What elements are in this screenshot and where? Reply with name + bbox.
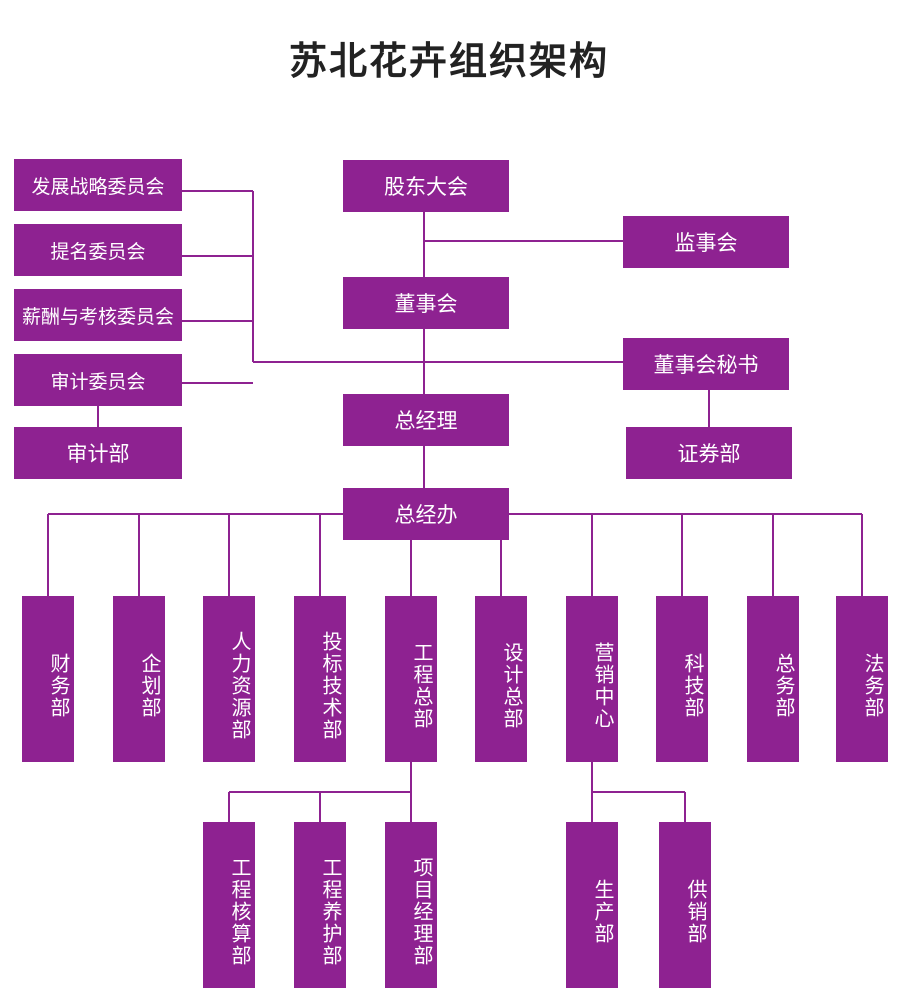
node-audit-dept: 审计部 bbox=[14, 427, 182, 479]
dept-design: 设计总部 bbox=[475, 596, 527, 762]
dept-technology: 科技部 bbox=[656, 596, 708, 762]
dept-bidding-tech: 投标技术部 bbox=[294, 596, 346, 762]
node-committee-audit: 审计委员会 bbox=[14, 354, 182, 406]
node-supervisors: 监事会 bbox=[623, 216, 789, 268]
node-shareholders: 股东大会 bbox=[343, 160, 509, 212]
dept-planning: 企划部 bbox=[113, 596, 165, 762]
node-gm: 总经理 bbox=[343, 394, 509, 446]
node-committee-compensation: 薪酬与考核委员会 bbox=[14, 289, 182, 341]
page-title: 苏北花卉组织架构 bbox=[288, 39, 609, 83]
sub-engineering-accounting: 工程核算部 bbox=[203, 822, 255, 988]
node-board: 董事会 bbox=[343, 277, 509, 329]
sub-engineering-maintenance: 工程养护部 bbox=[294, 822, 346, 988]
dept-legal: 法务部 bbox=[836, 596, 888, 762]
dept-general-affairs: 总务部 bbox=[747, 596, 799, 762]
sub-production: 生产部 bbox=[566, 822, 618, 988]
node-committee-nomination: 提名委员会 bbox=[14, 224, 182, 276]
sub-project-management: 项目经理部 bbox=[385, 822, 437, 988]
node-securities-dept: 证券部 bbox=[626, 427, 792, 479]
sub-supply-sales: 供销部 bbox=[659, 822, 711, 988]
dept-finance: 财务部 bbox=[22, 596, 74, 762]
node-committee-strategy: 发展战略委员会 bbox=[14, 159, 182, 211]
dept-marketing: 营销中心 bbox=[566, 596, 618, 762]
node-board-secretary: 董事会秘书 bbox=[623, 338, 789, 390]
dept-hr: 人力资源部 bbox=[203, 596, 255, 762]
node-gm-office: 总经办 bbox=[343, 488, 509, 540]
dept-engineering: 工程总部 bbox=[385, 596, 437, 762]
